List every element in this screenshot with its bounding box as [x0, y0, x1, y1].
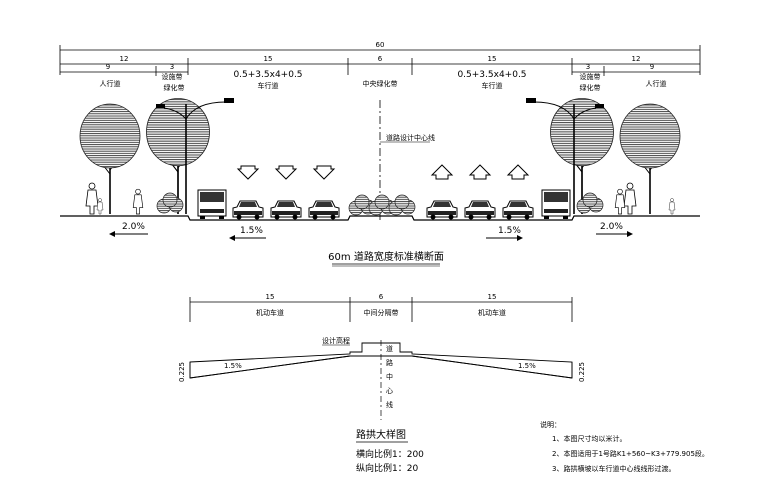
bus-icon — [197, 189, 227, 220]
dimension-total: 60 — [59, 41, 701, 75]
car-icon — [232, 200, 264, 220]
slope-sidewalk-right: 2.0% — [600, 222, 623, 232]
detail-scale-horizontal: 横向比例1：200 — [356, 448, 424, 460]
dim-carriageway-left: 15 — [264, 55, 273, 63]
arrow-down-icon — [313, 165, 335, 180]
bus-icon — [541, 189, 571, 220]
detail-dim-left: 15 — [266, 293, 275, 301]
carriageway-left-formula: 0.5+3.5x4+0.5 — [233, 70, 302, 80]
dim-facility-left: 3 — [170, 63, 174, 71]
label-facility-right-1: 设施带 — [580, 72, 601, 81]
child-icon — [668, 198, 676, 215]
carriageway-right-formula: 0.5+3.5x4+0.5 — [457, 70, 526, 80]
label-centerline: 道路设计中心线 — [386, 133, 435, 142]
detail-label-right: 机动车道 — [478, 308, 506, 317]
detail-centerline-char-1: 道 — [386, 344, 393, 353]
label-facility-right-2: 绿化带 — [580, 83, 601, 92]
detail-title: 路拱大样图 — [356, 428, 406, 441]
note-item-1: 1、本图尺寸均以米计。 — [552, 434, 626, 443]
label-sidewalk-right: 人行道 — [646, 79, 667, 88]
dim-sidewalk-right: 9 — [650, 63, 654, 71]
dim-total-text: 60 — [376, 41, 385, 49]
detail-dim-right: 15 — [488, 293, 497, 301]
car-icon — [464, 200, 496, 220]
road-ground-line — [60, 215, 700, 221]
label-facility-left-1: 设施带 — [162, 72, 183, 81]
note-item-2: 2、本图适用于1号路K1+560~K3+779.905段。 — [552, 449, 709, 458]
detail-slope-left: 1.5% — [224, 362, 242, 370]
detail-label-mid: 中间分隔带 — [364, 308, 399, 317]
cross-section-title: 60m 道路宽度标准横断面 — [328, 250, 444, 263]
detail-centerline-char-5: 线 — [386, 400, 393, 409]
car-icon — [502, 200, 534, 220]
median-shrub-icon — [388, 194, 416, 216]
shrub-icon — [576, 192, 604, 214]
dim-sidewalk-left: 9 — [106, 63, 110, 71]
dim-left-half: 12 — [120, 55, 129, 63]
dim-right-half: 12 — [632, 55, 641, 63]
detail-centerline-char-4: 心 — [386, 387, 393, 395]
car-icon — [426, 200, 458, 220]
detail-dim-mid: 6 — [379, 293, 384, 301]
shrub-icon — [156, 192, 184, 214]
arrow-up-icon — [507, 164, 529, 180]
detail-label-elevation: 设计高程 — [322, 336, 350, 345]
arrow-down-icon — [237, 165, 259, 180]
arrow-down-icon — [275, 165, 297, 180]
detail-height-left: 0.225 — [178, 362, 186, 382]
label-sidewalk-left: 人行道 — [100, 79, 121, 88]
detail-label-left: 机动车道 — [256, 308, 284, 317]
label-facility-left-2: 绿化带 — [164, 83, 185, 92]
detail-centerline-char-3: 中 — [386, 372, 393, 381]
pedestrian-icon — [623, 182, 637, 215]
pedestrian-icon — [132, 188, 144, 215]
slope-carriageway-right: 1.5% — [498, 226, 521, 236]
detail-centerline-char-2: 路 — [386, 358, 393, 367]
detail-dimensions: 15 6 15 — [189, 293, 573, 322]
detail-scale-vertical: 纵向比例1：20 — [356, 462, 418, 474]
label-carriageway-left: 车行道 — [258, 81, 279, 90]
notes-heading: 说明： — [540, 420, 561, 429]
arrow-up-icon — [431, 164, 453, 180]
dim-facility-right: 3 — [586, 63, 590, 71]
pedestrian-icon — [614, 188, 626, 215]
label-median: 中央绿化带 — [363, 79, 398, 88]
dim-median: 6 — [378, 55, 383, 63]
label-carriageway-right: 车行道 — [482, 81, 503, 90]
note-item-3: 3、路拱横坡以车行道中心线线形过渡。 — [552, 464, 675, 473]
pedestrian-icon — [85, 182, 99, 215]
car-icon — [308, 200, 340, 220]
slope-carriageway-left: 1.5% — [240, 226, 263, 236]
dimension-row-2: 9 3 3 9 — [60, 63, 700, 76]
arrow-up-icon — [469, 164, 491, 180]
detail-slope-right: 1.5% — [518, 362, 536, 370]
detail-height-right: 0.225 — [578, 362, 586, 382]
car-icon — [270, 200, 302, 220]
child-icon — [96, 198, 104, 215]
slope-sidewalk-left: 2.0% — [122, 222, 145, 232]
dim-carriageway-right: 15 — [488, 55, 497, 63]
